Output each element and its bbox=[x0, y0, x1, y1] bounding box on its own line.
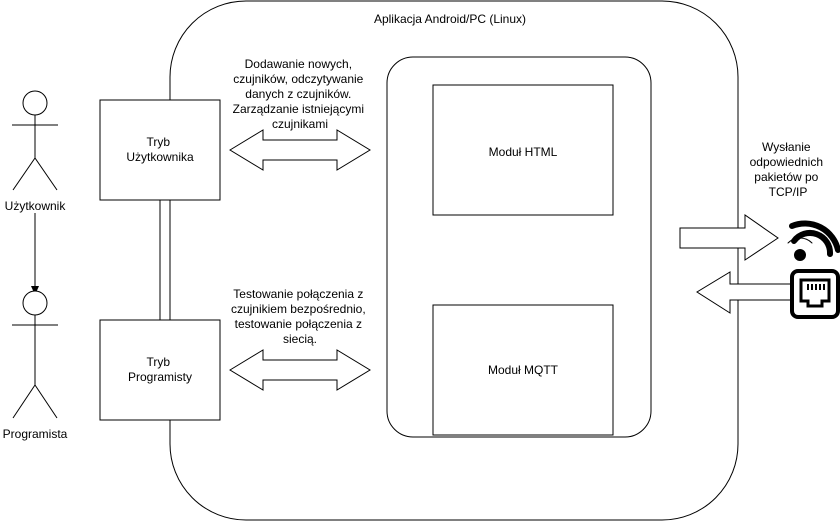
user-actor bbox=[12, 90, 58, 191]
user-actor-head bbox=[22, 90, 48, 116]
user-mode-label: Tryb Użytkownika bbox=[126, 135, 194, 164]
html-module-label: Moduł HTML bbox=[489, 145, 558, 159]
user-mode-box bbox=[99, 99, 221, 201]
ethernet-port-icon bbox=[790, 269, 840, 319]
programmer-actor-leg-left bbox=[12, 384, 36, 419]
programmer-actor-label: Programista bbox=[3, 427, 68, 441]
mqtt-module-label: Moduł MQTT bbox=[488, 363, 559, 377]
programmer-mode-description: Testowanie połączenia z czujnikiem bezpo… bbox=[231, 287, 369, 346]
wifi-icon bbox=[787, 220, 840, 261]
programmer-actor bbox=[12, 290, 58, 419]
user-mode-description: Dodawanie nowych, czujników, odczytywani… bbox=[233, 57, 368, 131]
outgoing-arrow bbox=[679, 214, 779, 261]
mqtt-module-box bbox=[432, 304, 614, 436]
user-mode-double-arrow bbox=[229, 129, 371, 171]
programmer-mode-double-arrow bbox=[229, 349, 371, 391]
user-actor-leg-left bbox=[12, 157, 36, 191]
programmer-mode-label: Tryb Programisty bbox=[128, 355, 192, 384]
programmer-actor-leg-right bbox=[34, 384, 58, 419]
app-container-label: Aplikacja Android/PC (Linux) bbox=[374, 12, 526, 26]
user-actor-leg-right bbox=[34, 157, 58, 191]
programmer-actor-head bbox=[22, 290, 48, 316]
programmer-mode-box bbox=[99, 319, 221, 421]
network-note: Wysłanie odpowiednich pakietów po TCP/IP bbox=[750, 140, 827, 199]
html-module-box bbox=[432, 84, 614, 216]
user-actor-label: Użytkownik bbox=[5, 199, 67, 213]
